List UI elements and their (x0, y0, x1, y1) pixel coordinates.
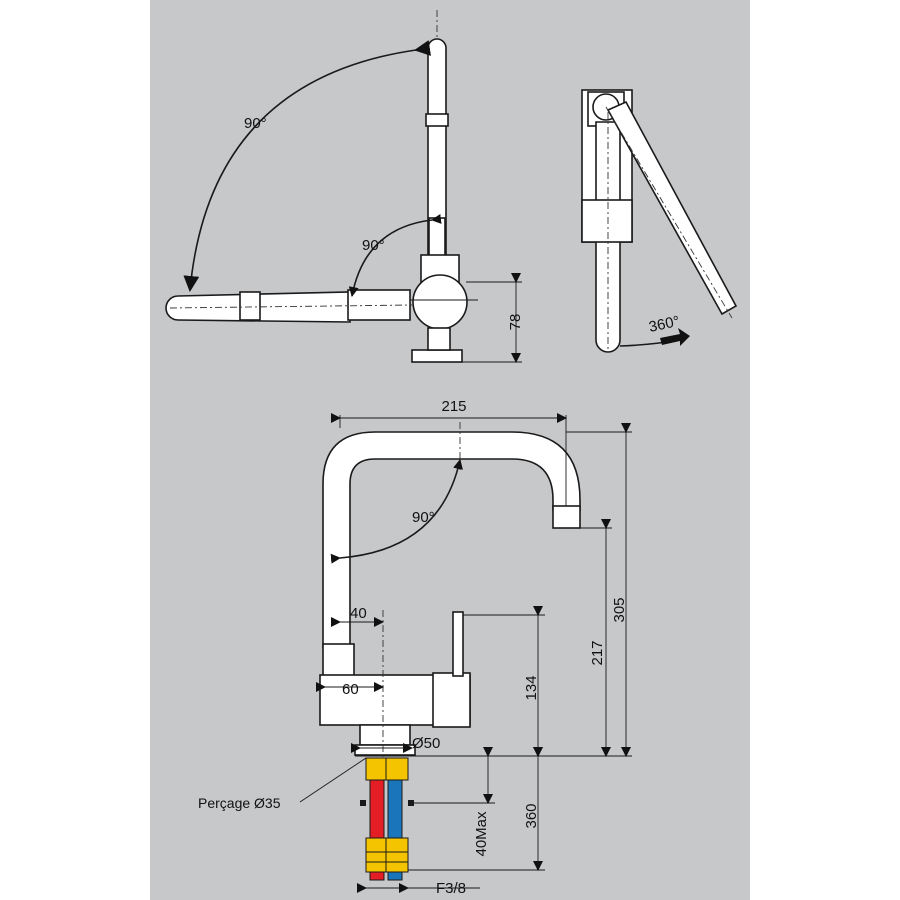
drilling-leader-line (299, 757, 367, 803)
top-spout-rotated (606, 100, 738, 316)
side-spout-horizontal-collar (239, 291, 261, 321)
side-angle-small-label: 90° (362, 237, 385, 254)
hose-clamp-left (360, 800, 366, 806)
hot-hose-bottom-fitting (365, 837, 389, 873)
top-rotation-label: 360° (647, 313, 681, 336)
side-angle-large-label: 90° (244, 115, 267, 132)
front-base-diameter-label: Ø50 (412, 735, 440, 752)
top-view: 360° (581, 89, 738, 353)
side-angle-arc-large (183, 40, 432, 292)
side-base (411, 349, 463, 363)
hose-clamp-right (408, 800, 414, 806)
side-spout-collar (425, 113, 449, 127)
front-total-height-label: 305 (611, 597, 628, 622)
front-base (359, 724, 411, 746)
cold-hose-top-fitting (385, 757, 409, 781)
drawing-sheet: 90° 90° 78 360° (150, 0, 750, 900)
front-spout-collar (322, 643, 355, 679)
side-height-label: 78 (507, 314, 524, 331)
top-rotated-centerline (605, 106, 733, 319)
front-angle-label: 90° (412, 509, 435, 526)
front-angle-arc (330, 459, 463, 564)
front-spout-tip (552, 505, 581, 529)
top-lever-block (581, 199, 633, 243)
hot-hose-top-fitting (365, 757, 389, 781)
front-hose-length-label: 360 (523, 803, 540, 828)
side-body-circle (412, 274, 468, 330)
side-view: 90° 90° 78 (165, 10, 524, 363)
cold-hose-bottom-fitting (385, 837, 409, 873)
front-body-60-label: 60 (342, 681, 359, 698)
front-body-cap (432, 672, 471, 728)
front-lever (452, 611, 464, 677)
side-horizontal-centerline (169, 304, 413, 309)
front-base-plate (354, 744, 416, 756)
side-angle-arc-small (348, 213, 442, 297)
front-width-label: 215 (441, 398, 466, 415)
front-counter-max-label: 40Max (473, 811, 490, 857)
side-neck (427, 327, 451, 351)
front-handle-height-label: 134 (523, 675, 540, 700)
drilling-label: Perçage Ø35 (198, 795, 281, 811)
front-offset-40-label: 40 (350, 605, 367, 622)
top-rotation-arrow-icon (660, 328, 690, 346)
front-spout-height-label: 217 (589, 640, 606, 665)
faucet-technical-drawing: 90° 90° 78 360° (165, 10, 738, 897)
front-thread-label: F3/8 (436, 880, 466, 897)
front-view: 215 90° 40 60 Ø50 134 217 305 360 4 (198, 398, 632, 897)
